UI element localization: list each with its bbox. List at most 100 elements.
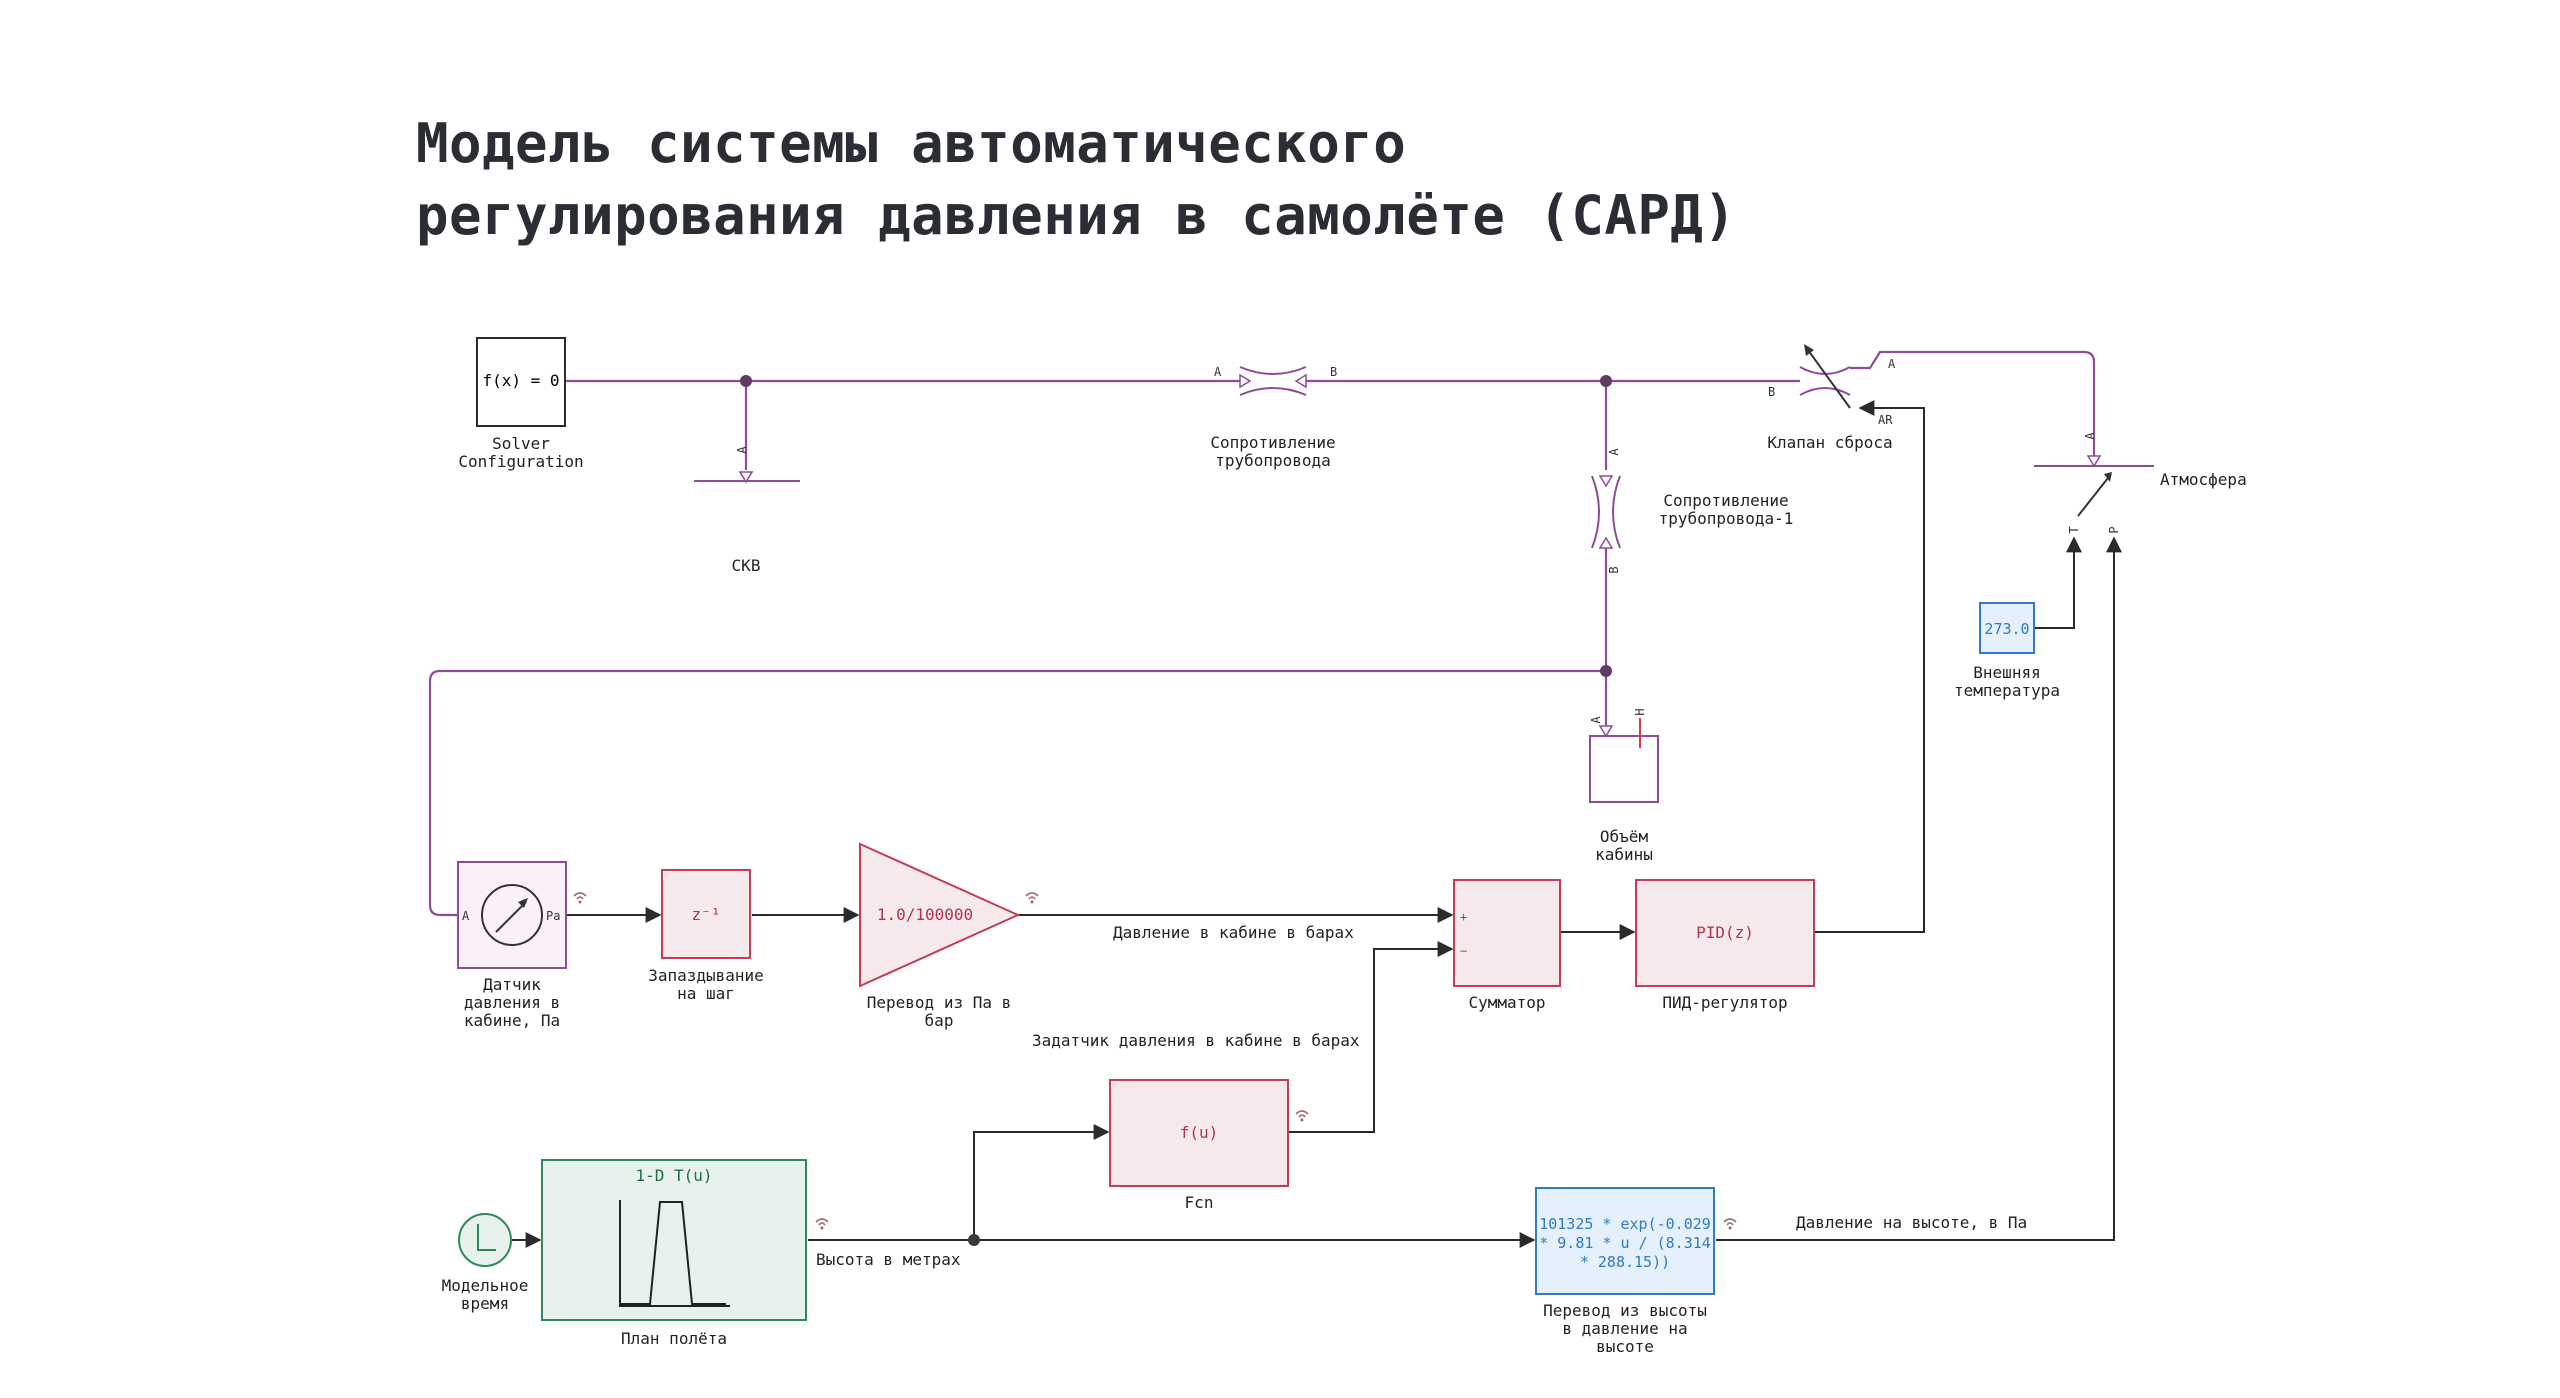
valve-adjust-arrow (1807, 349, 1851, 409)
solver-content: f(x) = 0 (482, 371, 559, 390)
pipe2-label: Сопротивление (1663, 491, 1788, 510)
clock-icon[interactable] (458, 1213, 512, 1267)
atmosphere-arrow (2077, 477, 2109, 517)
summator-block[interactable]: + − Сумматор (1453, 879, 1561, 1012)
pid-label: ПИД-регулятор (1662, 993, 1787, 1012)
signal-wifi-icon (1295, 1110, 1309, 1122)
fcn-box[interactable] (1109, 1079, 1289, 1187)
solver-label: Configuration (458, 452, 583, 471)
signal-label-altitude: Высота в метрах (816, 1250, 961, 1269)
ext-temp-box[interactable] (1979, 602, 2035, 654)
pid-controller-block[interactable]: PID(z) ПИД-регулятор (1635, 879, 1815, 1012)
skv-label: СКВ (732, 556, 761, 575)
delay-content: z⁻¹ (692, 905, 721, 924)
pipe-port-b-label: B (1330, 365, 1337, 379)
summator-plus: + (1460, 910, 1467, 924)
pipe-wall-top (1239, 366, 1307, 375)
pipe-resistance-1-block[interactable]: A B Сопротивление трубопровода-1 (1591, 448, 1794, 574)
delay-box[interactable] (661, 869, 751, 959)
junction-dot (740, 375, 752, 387)
relief-valve-block[interactable]: B A AR Клапан сброса (1767, 344, 1896, 452)
pipe2-wall-right (1612, 475, 1621, 549)
sensor-label: давления в (464, 993, 560, 1012)
signal-connections (512, 400, 2122, 1248)
valve-port-a: A (1888, 357, 1896, 371)
flight-plan-block[interactable]: 1-D T(u) План полёта (541, 1159, 829, 1348)
gain-content: 1.0/100000 (877, 905, 973, 924)
gain-block[interactable]: 1.0/100000 Перевод из Па в бар (859, 842, 1039, 1030)
signal-altitude-fcn[interactable] (973, 1124, 1110, 1240)
gauge-icon (481, 884, 543, 946)
cabin-box[interactable] (1589, 735, 1659, 803)
phys-line-sensor[interactable] (428, 669, 1606, 917)
signal-label-cabin-bar: Давление в кабине в барах (1113, 923, 1354, 942)
skv-port-triangle (738, 471, 754, 484)
fcn-label: Fcn (1185, 1193, 1214, 1212)
gain-triangle[interactable] (859, 842, 1021, 988)
pipe2-label: трубопровода-1 (1659, 509, 1794, 528)
ext-temp-label: Внешняя (1973, 663, 2040, 682)
skv-port-a: A (735, 446, 749, 454)
pressure-sensor-block[interactable]: A Pa Датчик давления в кабине, Па (457, 861, 587, 1030)
summator-minus: − (1460, 944, 1467, 958)
pipe2-port-b-label: B (1607, 566, 1621, 573)
signal-wifi-icon (815, 1218, 829, 1230)
signal-wifi-icon (1723, 1218, 1737, 1230)
gauge-needle (495, 901, 527, 933)
signal-pid-valve[interactable] (1814, 400, 1925, 933)
model-time-block[interactable]: Модельное время (442, 1213, 529, 1313)
lookup-axes (619, 1200, 730, 1307)
pipe-port-a (1239, 373, 1252, 389)
junction-dot (1600, 375, 1612, 387)
lookup-curve (620, 1201, 726, 1305)
alt-pressure-label: в давление на (1562, 1319, 1687, 1338)
cabin-label: кабины (1595, 845, 1653, 864)
atmosphere-port-t: T (2067, 526, 2081, 533)
valve-port-b: B (1768, 385, 1775, 399)
pipe2-port-b (1598, 536, 1614, 549)
alt-pressure-expr: * 288.15)) (1580, 1253, 1670, 1271)
ext-temp-label: температура (1954, 681, 2060, 700)
gain-label: бар (925, 1011, 954, 1030)
solver-box[interactable] (476, 337, 566, 427)
atmosphere-port-a: A (2083, 432, 2097, 440)
pipe-port-a-label: A (1214, 365, 1222, 379)
valve-label: Клапан сброса (1767, 433, 1892, 452)
signal-wifi-icon (573, 892, 587, 904)
fcn-block[interactable]: f(u) Fcn (1109, 1079, 1309, 1212)
alt-pressure-box[interactable] (1535, 1187, 1715, 1295)
page-title-line-2: регулирования давления в самолёте (САРД) (416, 184, 1737, 247)
solver-configuration-block[interactable]: f(x) = 0 Solver Configuration (458, 337, 584, 471)
signal-pressure-atmosphere[interactable] (1716, 536, 2122, 1241)
pid-box[interactable] (1635, 879, 1815, 987)
signal-temp-atmosphere[interactable] (2034, 536, 2082, 629)
cabin-port-a-triangle (1598, 725, 1614, 738)
external-temperature-block[interactable]: 273.0 Внешняя температура (1954, 602, 2060, 700)
altitude-to-pressure-block[interactable]: 101325 * exp(-0.029 * 9.81 * u / (8.314 … (1535, 1187, 1737, 1356)
atmosphere-label: Атмосфера (2160, 470, 2247, 489)
clock-label: Модельное (442, 1276, 529, 1295)
signal-fcn-sum[interactable] (1288, 941, 1454, 1133)
pipe-resistance-block[interactable]: A B Сопротивление трубопровода (1210, 365, 1337, 470)
pipe-label: трубопровода (1215, 451, 1331, 470)
sensor-label: кабине, Па (464, 1011, 560, 1030)
summator-box[interactable] (1453, 879, 1561, 987)
pipe-label: Сопротивление (1210, 433, 1335, 452)
alt-pressure-label: высоте (1596, 1337, 1654, 1356)
valve-port-ar: AR (1878, 413, 1893, 427)
alt-pressure-expr: 101325 * exp(-0.029 (1539, 1215, 1711, 1233)
delay-label: Запаздывание (648, 966, 764, 985)
gain-label: Перевод из Па в (867, 993, 1012, 1012)
lookup-box[interactable] (541, 1159, 807, 1321)
pipe-wall-bottom (1239, 387, 1307, 396)
alt-pressure-expr: * 9.81 * u / (8.314 (1539, 1234, 1711, 1252)
atmosphere-block[interactable]: A T P Атмосфера (2034, 432, 2247, 534)
phys-line-valve-atmosphere[interactable] (1850, 350, 2096, 462)
cabin-volume-block[interactable]: A H Объём кабины (1589, 708, 1659, 864)
signal-label-setpoint: Задатчик давления в кабине в барах (1032, 1031, 1360, 1050)
unit-delay-block[interactable]: z⁻¹ Запаздывание на шаг (648, 869, 764, 1003)
sensor-port-a: A (462, 909, 470, 923)
skv-block[interactable]: A СКВ (694, 446, 800, 575)
clock-label: время (461, 1294, 509, 1313)
pipe2-port-a (1598, 475, 1614, 488)
